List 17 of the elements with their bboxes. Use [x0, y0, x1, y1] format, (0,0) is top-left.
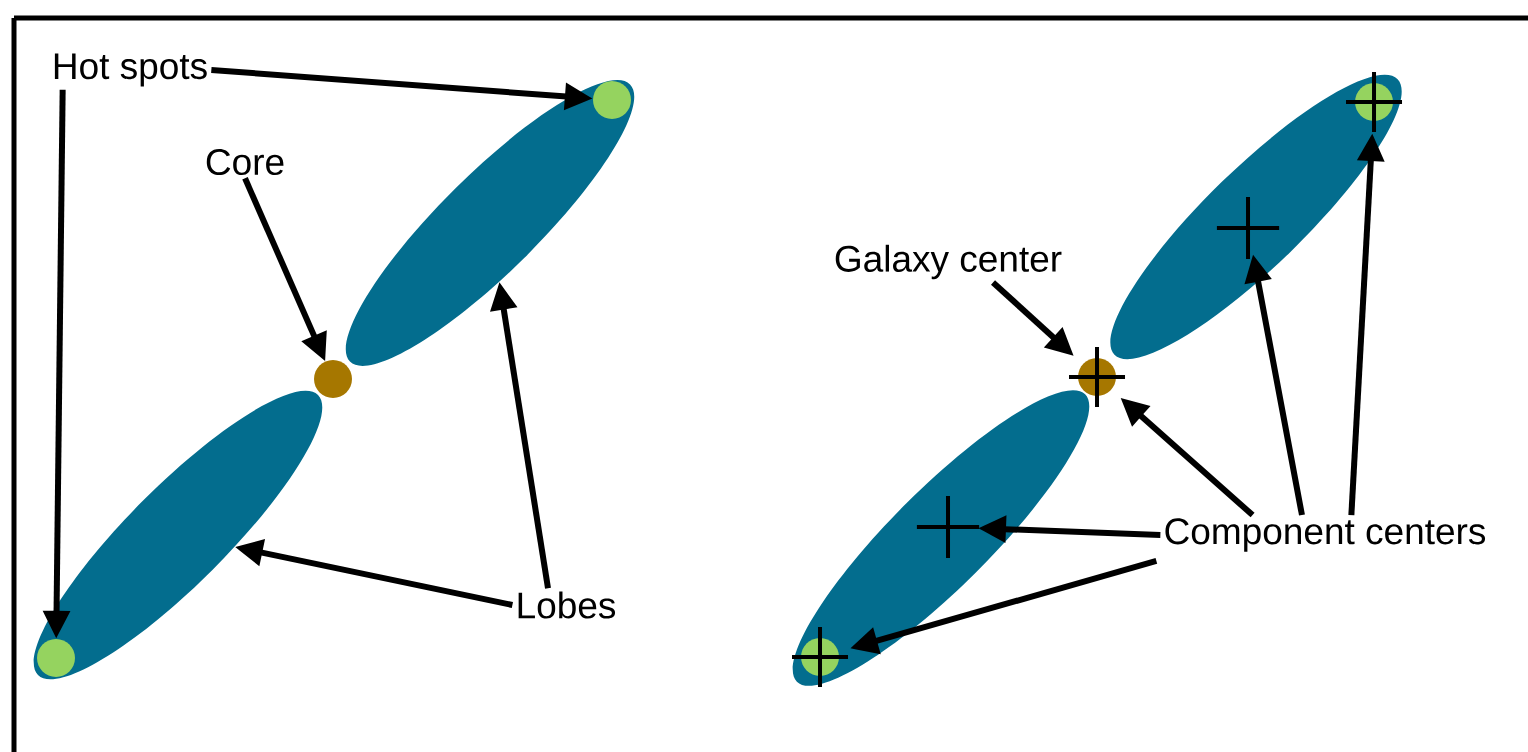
core-dot: [314, 360, 352, 398]
lobe: [1110, 74, 1402, 360]
lobe: [33, 390, 323, 680]
cross-mark: [914, 493, 982, 561]
lobe: [792, 390, 1090, 686]
label-text: Galaxy center: [835, 244, 1062, 280]
hot-spot-with-cross: [790, 625, 850, 689]
hot-spot: [37, 639, 75, 677]
label-text: Hot spots: [54, 53, 207, 87]
cross-mark: [1214, 194, 1282, 262]
hot-spot: [593, 81, 631, 119]
lobe: [345, 80, 635, 366]
hot-spot-with-cross: [1344, 70, 1404, 134]
core-dot-with-cross: [1067, 345, 1127, 409]
label-text: Component centers: [1165, 518, 1486, 552]
label-text: Core: [206, 148, 284, 176]
label-text: Lobes: [518, 591, 616, 619]
